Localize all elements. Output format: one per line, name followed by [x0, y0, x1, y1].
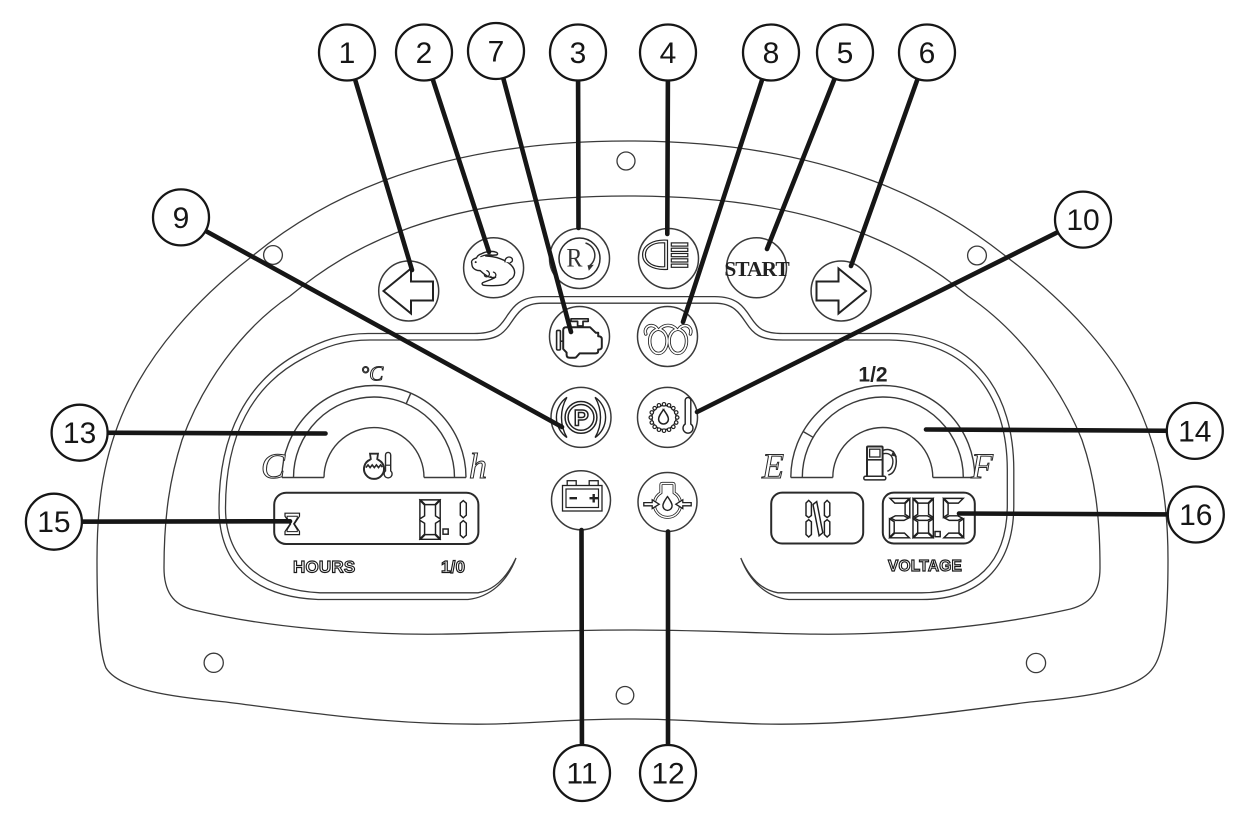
svg-text:1/2: 1/2 [858, 364, 887, 387]
svg-text:VOLTAGE: VOLTAGE [888, 558, 962, 575]
svg-text:5: 5 [837, 37, 854, 70]
svg-text:R: R [567, 244, 584, 273]
svg-text:1: 1 [339, 37, 356, 70]
svg-text:8: 8 [763, 37, 780, 70]
svg-text:START: START [724, 257, 790, 281]
svg-text:1/0: 1/0 [441, 558, 465, 577]
svg-text:6: 6 [919, 37, 936, 70]
svg-text:E: E [761, 446, 784, 486]
svg-text:7: 7 [488, 36, 505, 69]
svg-text:C: C [261, 446, 286, 486]
svg-text:11: 11 [566, 758, 597, 791]
svg-text:HOURS: HOURS [293, 558, 355, 577]
svg-text:9: 9 [173, 202, 190, 235]
svg-text:2: 2 [416, 37, 433, 70]
svg-text:P: P [574, 405, 589, 430]
svg-text:15: 15 [37, 506, 70, 539]
svg-text:h: h [469, 446, 487, 486]
svg-text:14: 14 [1178, 415, 1211, 448]
svg-text:F: F [970, 446, 994, 486]
svg-text:°C: °C [361, 362, 384, 386]
svg-text:13: 13 [63, 417, 96, 450]
svg-text:3: 3 [570, 37, 587, 70]
svg-text:16: 16 [1179, 499, 1212, 532]
svg-text:12: 12 [651, 758, 684, 791]
svg-text:4: 4 [660, 37, 677, 70]
svg-text:10: 10 [1066, 204, 1099, 237]
